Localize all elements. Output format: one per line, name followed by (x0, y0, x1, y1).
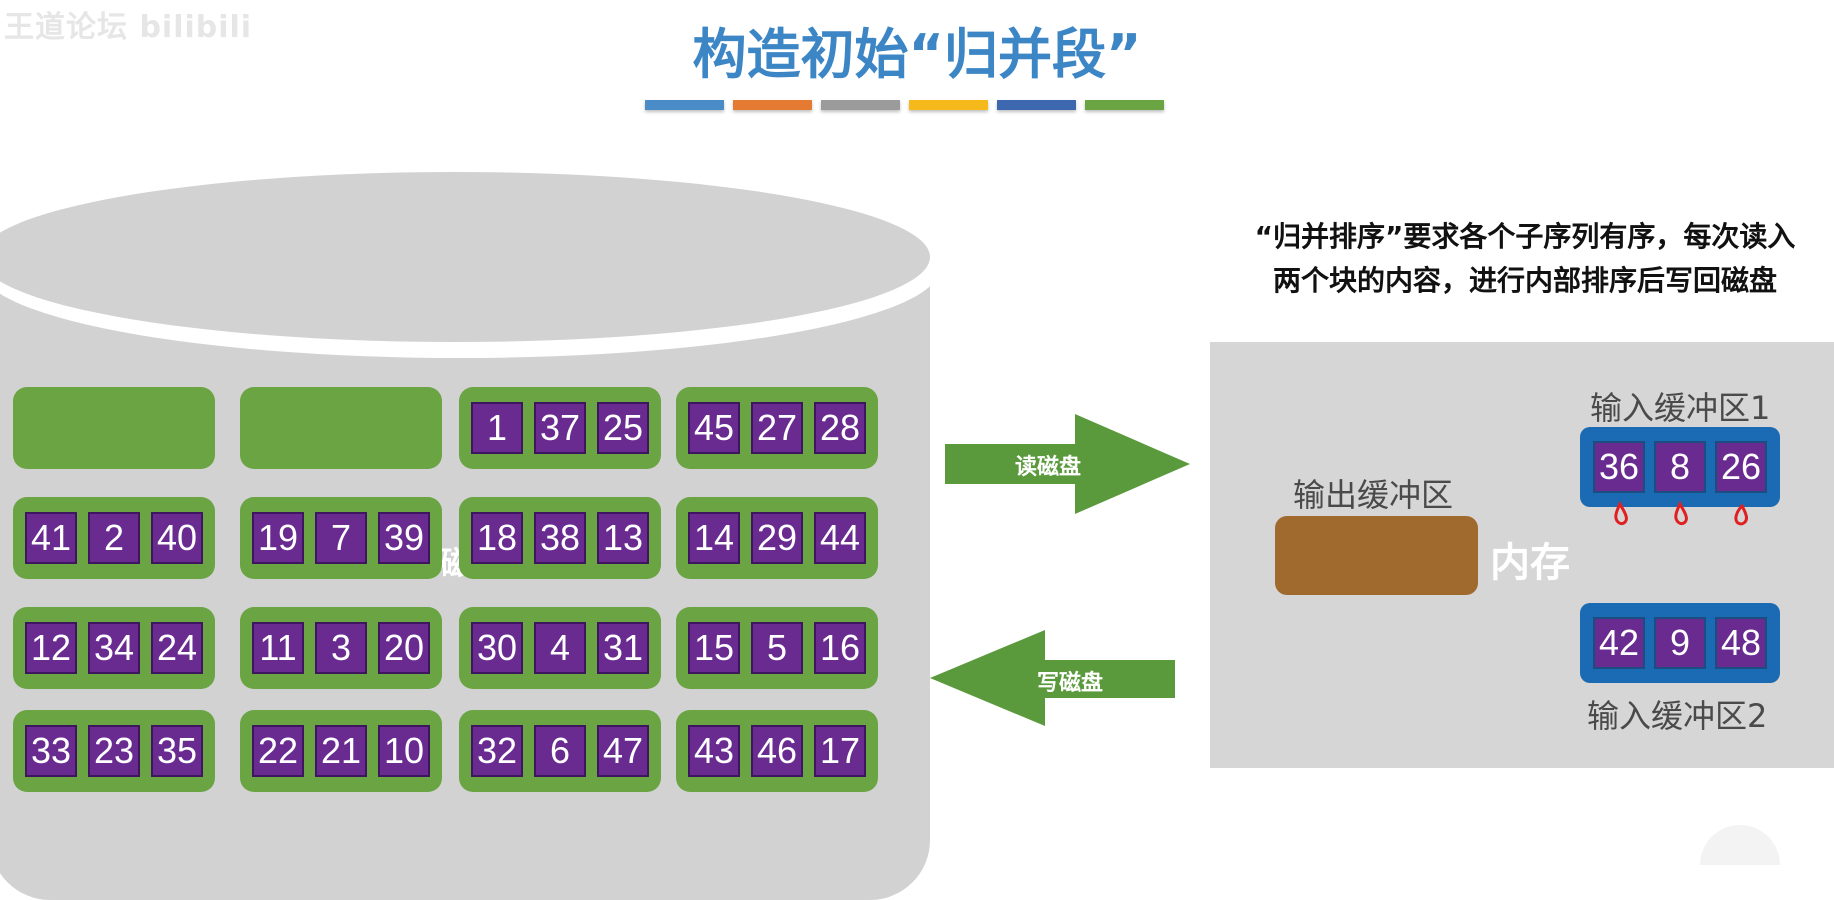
disk-block (240, 387, 442, 469)
record-cell: 34 (88, 622, 140, 674)
record-cell: 10 (378, 725, 430, 777)
record-cell: 17 (814, 725, 866, 777)
record-cell: 12 (25, 622, 77, 674)
record-cell: 32 (471, 725, 523, 777)
record-cell: 20 (378, 622, 430, 674)
caption-line-2: 两个块的内容，进行内部排序后写回磁盘 (1272, 264, 1777, 297)
record-cell: 48 (1715, 617, 1767, 669)
record-cell: 30 (471, 622, 523, 674)
record-cell: 43 (688, 725, 740, 777)
record-cell: 41 (25, 512, 77, 564)
memory-label: 内存 (1490, 540, 1570, 586)
color-bar-strip (645, 100, 1164, 110)
color-bar (645, 100, 724, 110)
page-title: 构造初始“归并段” (692, 23, 1142, 86)
record-cell: 4 (534, 622, 586, 674)
record-cell: 7 (315, 512, 367, 564)
output-buffer (1275, 516, 1478, 595)
record-cell: 33 (25, 725, 77, 777)
record-cell: 40 (151, 512, 203, 564)
write-disk-arrow (930, 630, 1175, 726)
record-cell: 46 (751, 725, 803, 777)
watermark: 王道论坛 bilibili (4, 10, 253, 45)
disk-cylinder-top (0, 172, 930, 342)
record-cell: 27 (751, 402, 803, 454)
record-cell: 25 (597, 402, 649, 454)
record-cell: 8 (1654, 441, 1706, 493)
record-cell: 14 (688, 512, 740, 564)
color-bar (997, 100, 1076, 110)
record-cell: 23 (88, 725, 140, 777)
record-cell: 6 (534, 725, 586, 777)
read-disk-label: 读磁盘 (1015, 455, 1082, 480)
record-cell: 45 (688, 402, 740, 454)
read-disk-arrow (945, 414, 1190, 514)
record-cell: 26 (1715, 441, 1767, 493)
record-cell: 5 (751, 622, 803, 674)
record-cell: 3 (315, 622, 367, 674)
record-cell: 11 (252, 622, 304, 674)
record-cell: 29 (751, 512, 803, 564)
input-buffer-2-label: 输入缓冲区2 (1587, 697, 1768, 735)
record-cell: 37 (534, 402, 586, 454)
write-disk-label: 写磁盘 (1037, 671, 1104, 696)
record-cell: 36 (1593, 441, 1645, 493)
red-drop-annotations (1614, 500, 1748, 526)
record-cell: 38 (534, 512, 586, 564)
record-cell: 42 (1593, 617, 1645, 669)
record-cell: 24 (151, 622, 203, 674)
record-cell: 9 (1654, 617, 1706, 669)
output-buffer-label: 输出缓冲区 (1293, 476, 1454, 514)
record-cell: 18 (471, 512, 523, 564)
disk-block (13, 387, 215, 469)
record-cell: 21 (315, 725, 367, 777)
record-cell: 31 (597, 622, 649, 674)
record-cell: 19 (252, 512, 304, 564)
color-bar (733, 100, 812, 110)
record-cell: 16 (814, 622, 866, 674)
record-cell: 22 (252, 725, 304, 777)
record-cell: 47 (597, 725, 649, 777)
corner-mascot-icon (1700, 825, 1780, 865)
record-cell: 13 (597, 512, 649, 564)
record-cell: 39 (378, 512, 430, 564)
color-bar (821, 100, 900, 110)
record-cell: 44 (814, 512, 866, 564)
input-buffer-1-label: 输入缓冲区1 (1590, 389, 1771, 427)
record-cell: 15 (688, 622, 740, 674)
disk-cylinder-body (0, 260, 930, 900)
color-bar (909, 100, 988, 110)
record-cell: 28 (814, 402, 866, 454)
record-cell: 2 (88, 512, 140, 564)
caption: “归并排序”要求各个子序列有序，每次读入 两个块的内容，进行内部排序后写回磁盘 (1215, 215, 1834, 303)
color-bar (1085, 100, 1164, 110)
record-cell: 35 (151, 725, 203, 777)
caption-line-1: “归并排序”要求各个子序列有序，每次读入 (1254, 220, 1796, 253)
record-cell: 1 (471, 402, 523, 454)
